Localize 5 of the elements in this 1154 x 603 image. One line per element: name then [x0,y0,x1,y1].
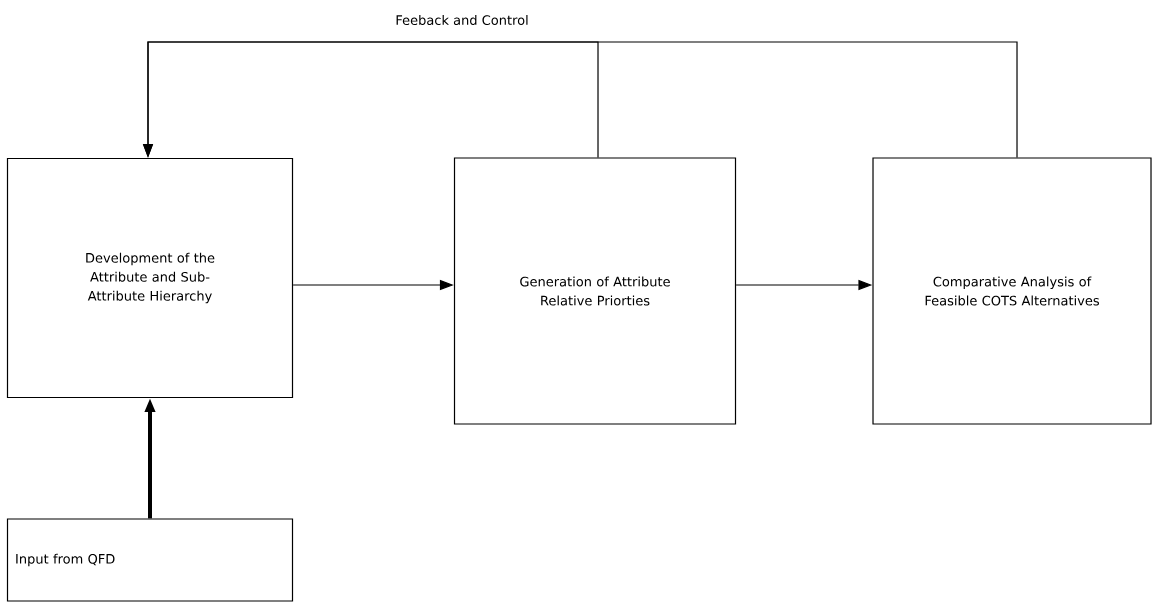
input-box: Input from QFD [6,518,294,602]
process-box: Generation of Attribute Relative Priorties [453,157,737,425]
heading-label: Feeback and Control [393,12,531,28]
process-box: Comparative Analysis of Feasible COTS Alternatives [872,157,1152,425]
process-box: Development of the Attribute and Sub-Attribute Hierarchy [6,157,294,399]
